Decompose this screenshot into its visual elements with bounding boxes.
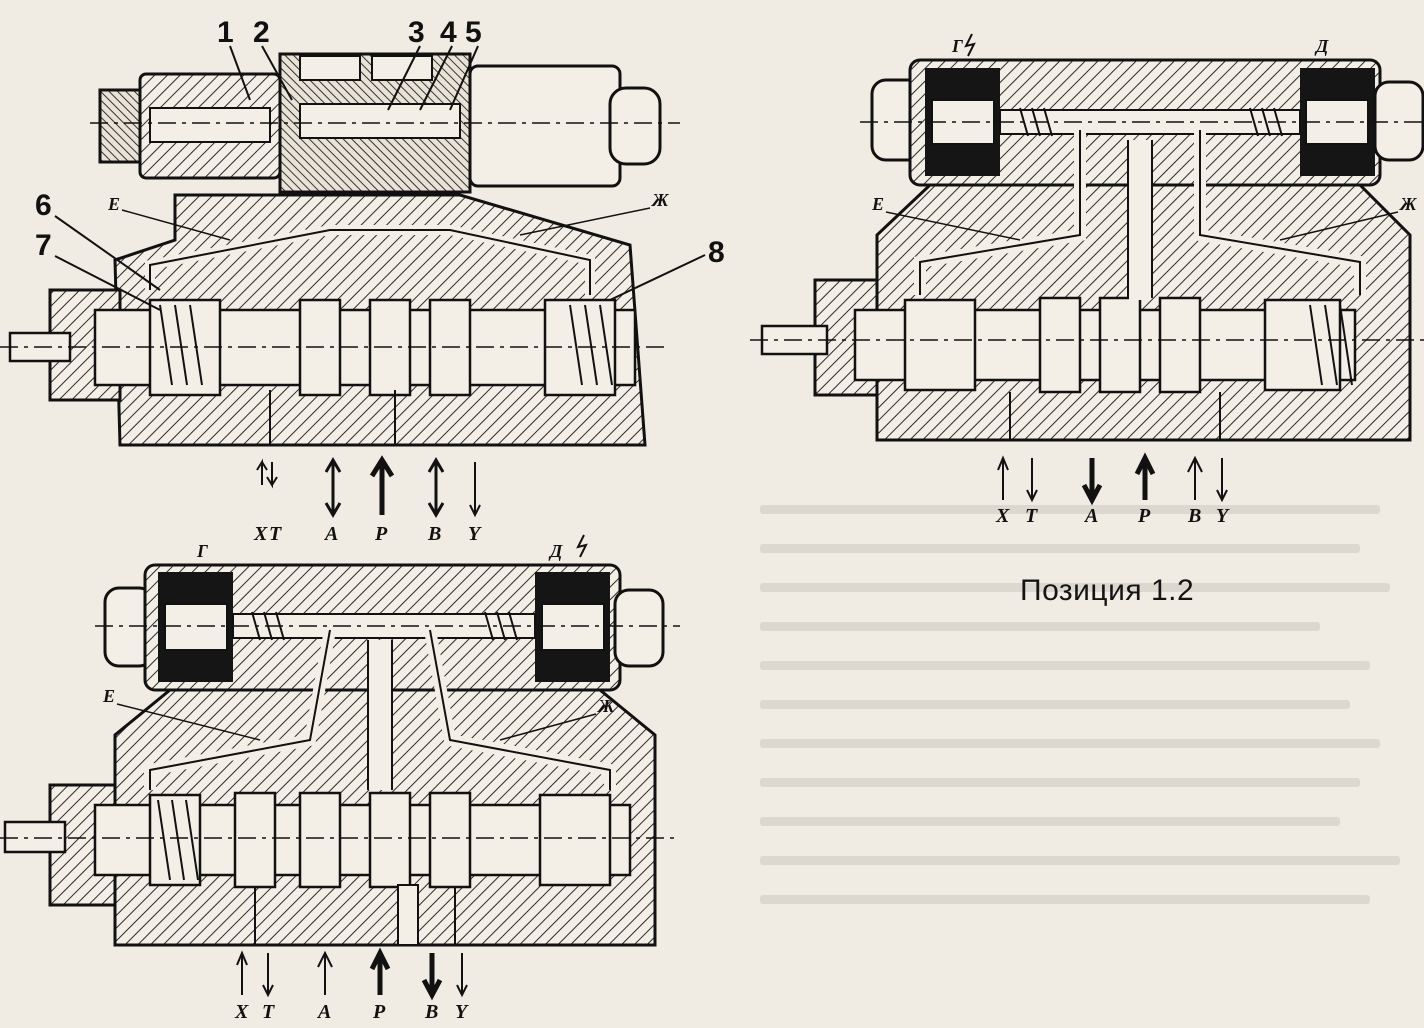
ports-top-right: X T A P B Y bbox=[995, 452, 1230, 527]
port-p-tr: P bbox=[1137, 505, 1151, 527]
channel-g-label-tr: Г bbox=[951, 36, 963, 56]
valve-bottom: Г Д Е Ж bbox=[0, 534, 680, 947]
channel-zh-label-tr: Ж bbox=[1398, 194, 1417, 214]
port-x-tr: X bbox=[995, 505, 1010, 527]
callout-8: 8 bbox=[708, 236, 725, 269]
channel-zh-label-b: Ж bbox=[596, 696, 615, 716]
port-p: P bbox=[374, 523, 388, 545]
port-a: A bbox=[323, 523, 338, 545]
port-b-b: B bbox=[424, 1001, 438, 1023]
port-a-tr: A bbox=[1083, 505, 1098, 527]
port-y: Y bbox=[468, 523, 482, 545]
port-t-b: T bbox=[262, 1001, 275, 1023]
callout-7: 5 bbox=[465, 16, 482, 49]
position-caption: Позиция 1.2 bbox=[1020, 574, 1195, 607]
valve-top-left: 1 2 3 4 5 6 7 8 Е Ж bbox=[0, 16, 725, 447]
valve-top-right: Г Д Е Ж bbox=[750, 33, 1424, 442]
ports-bottom: X T A P B Y bbox=[234, 947, 469, 1023]
ports-top-left: X T A P B Y bbox=[253, 455, 482, 545]
channel-d-label-tr: Д bbox=[1314, 36, 1329, 56]
callout-3: 1 bbox=[217, 16, 234, 49]
channel-g-label-b: Г bbox=[196, 541, 208, 561]
port-x: X bbox=[253, 523, 268, 545]
callout-5: 3 bbox=[408, 16, 425, 49]
channel-e-label: Е bbox=[107, 194, 120, 214]
faded-page-text bbox=[760, 505, 1410, 934]
port-x-b: X bbox=[234, 1001, 249, 1023]
port-b-tr: B bbox=[1187, 505, 1201, 527]
port-t-tr: T bbox=[1025, 505, 1038, 527]
port-p-b: P bbox=[372, 1001, 386, 1023]
port-a-b: A bbox=[316, 1001, 331, 1023]
channel-e-label-tr: Е bbox=[871, 194, 884, 214]
port-y-tr: Y bbox=[1216, 505, 1230, 527]
callout-2: 6 bbox=[35, 189, 52, 222]
channel-d-label-b: Д bbox=[548, 541, 563, 561]
channel-zh-label: Ж bbox=[650, 190, 669, 210]
callout-1: 7 bbox=[35, 229, 52, 262]
channel-e-label-b: Е bbox=[102, 686, 115, 706]
port-y-b: Y bbox=[455, 1001, 469, 1023]
callout-4: 2 bbox=[253, 16, 270, 49]
port-b: B bbox=[427, 523, 441, 545]
port-t: T bbox=[269, 523, 282, 545]
callout-6: 4 bbox=[440, 16, 457, 49]
